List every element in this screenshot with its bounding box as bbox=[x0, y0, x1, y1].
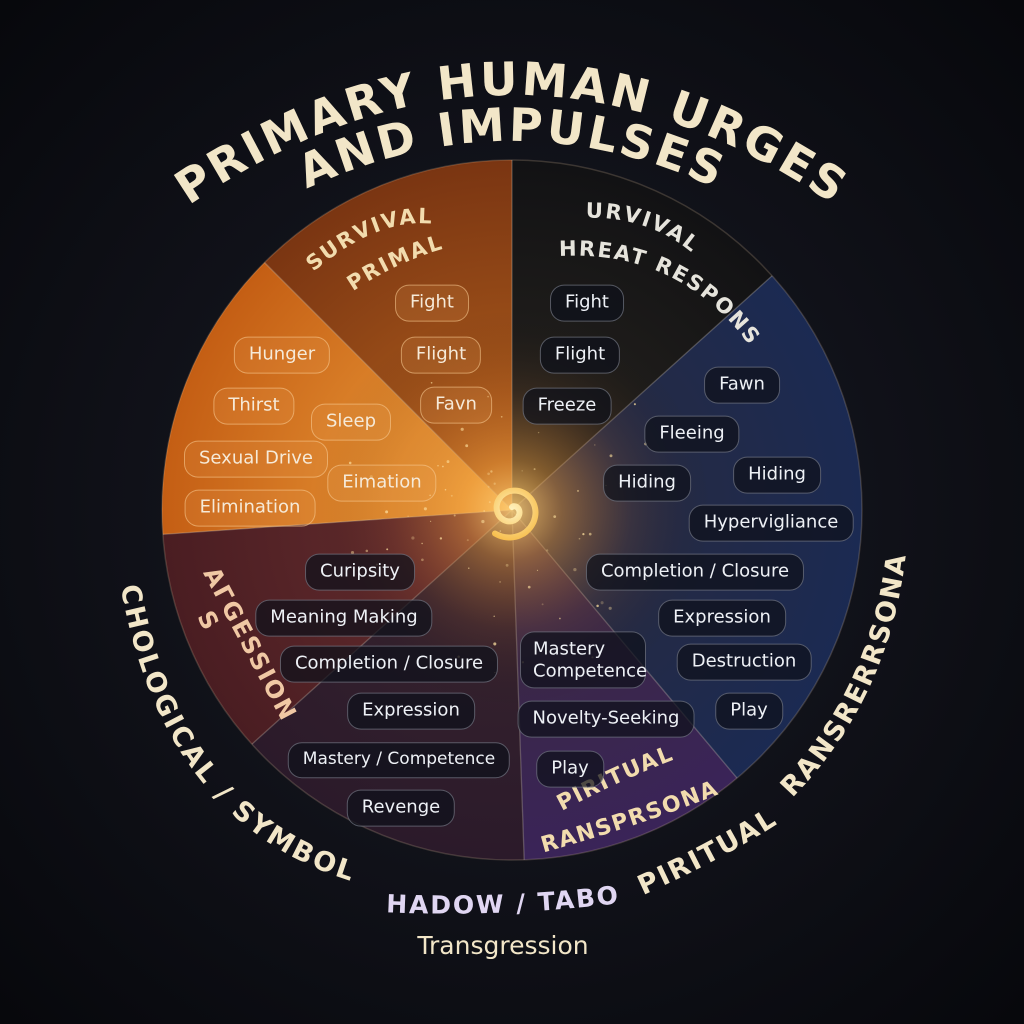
sparkle-dot bbox=[488, 501, 491, 504]
sparkle-dot bbox=[350, 551, 355, 555]
sparkle-dot bbox=[450, 494, 453, 497]
urge-mastery-competence-left: Mastery / Competence bbox=[287, 742, 511, 778]
sparkle-dot bbox=[608, 606, 612, 610]
urge-expression-left: Expression bbox=[347, 692, 475, 730]
sparkle-dot bbox=[453, 514, 456, 517]
sparkle-dot bbox=[553, 515, 557, 518]
urge-hiding-left: Hiding bbox=[603, 464, 691, 502]
urge-elimination: Elimination bbox=[184, 489, 316, 527]
sparkle-dot bbox=[441, 465, 444, 468]
urge-expression-right: Expression bbox=[658, 599, 786, 637]
urge-destruction: Destruction bbox=[676, 643, 812, 681]
urge-hypervigilance: Hypervigliance bbox=[688, 504, 854, 542]
urge-novelty-seeking: Novelty-Seeking bbox=[517, 700, 695, 738]
sparkle-dot bbox=[407, 515, 409, 518]
urge-hunger: Hunger bbox=[233, 336, 331, 374]
urge-fight-primal: Fight bbox=[395, 284, 469, 322]
sparkle-dot bbox=[421, 558, 424, 562]
sparkle-dot bbox=[487, 485, 490, 488]
urge-mastery-competence-bottom: Mastery Competence bbox=[520, 631, 647, 689]
sparkle-dot bbox=[411, 536, 415, 540]
urge-freeze: Freeze bbox=[522, 387, 612, 425]
sparkle-dot bbox=[437, 465, 439, 467]
urge-thirst: Thirst bbox=[213, 387, 295, 425]
sparkle-dot bbox=[468, 567, 470, 569]
sparkle-dot bbox=[594, 444, 596, 446]
urge-sleep: Sleep bbox=[310, 403, 392, 441]
sparkle-dot bbox=[493, 642, 497, 646]
urge-revenge: Revenge bbox=[346, 789, 456, 827]
sparkle-dot bbox=[596, 604, 599, 608]
sparkle-dot bbox=[600, 601, 604, 605]
urge-play-bottom: Play bbox=[536, 750, 604, 788]
urge-meaning-making: Meaning Making bbox=[255, 599, 433, 637]
urge-eimation: Eimation bbox=[327, 464, 437, 502]
urge-completion-closure-right: Completion / Closure bbox=[585, 553, 805, 591]
urge-flight-primal: Flight bbox=[400, 336, 482, 374]
urge-completion-closure-left: Completion / Closure bbox=[279, 645, 499, 683]
sparkle-dot bbox=[582, 532, 585, 536]
sparkle-dot bbox=[493, 482, 496, 485]
sparkle-dot bbox=[521, 470, 523, 472]
sparkle-dot bbox=[609, 454, 613, 458]
sparkle-dot bbox=[499, 530, 501, 532]
sparkle-dot bbox=[536, 569, 539, 572]
sparkle-dot bbox=[369, 475, 373, 479]
sparkle-dot bbox=[385, 510, 389, 514]
sparkle-dot bbox=[365, 549, 369, 553]
sparkle-dot bbox=[466, 539, 469, 542]
sparkle-dot bbox=[465, 444, 469, 448]
outer-label-transgression: Transgression bbox=[416, 931, 588, 960]
urge-sexual-drive: Sexual Drive bbox=[184, 440, 328, 478]
urge-fawn: Fawn bbox=[704, 366, 780, 404]
sparkle-dot bbox=[573, 567, 577, 572]
urge-fight-threat: Fight bbox=[550, 284, 624, 322]
sparkle-dot bbox=[505, 563, 509, 567]
sparkle-dot bbox=[578, 537, 581, 540]
sparkle-dot bbox=[537, 431, 540, 434]
sparkle-dot bbox=[386, 548, 389, 551]
sparkle-dot bbox=[493, 615, 495, 618]
urge-fleeing: Fleeing bbox=[644, 415, 740, 453]
sparkle-dot bbox=[533, 468, 536, 471]
sparkle-dot bbox=[499, 580, 502, 583]
sparkle-dot bbox=[348, 461, 352, 465]
sparkle-dot bbox=[576, 489, 580, 492]
sparkle-dot bbox=[423, 507, 427, 511]
urge-hiding-right: Hiding bbox=[733, 456, 821, 494]
sparkle-dot bbox=[481, 519, 485, 524]
urge-curiosity: Curipsity bbox=[305, 553, 415, 591]
wheel-rim bbox=[161, 159, 863, 861]
sparkle-dot bbox=[541, 603, 544, 606]
sparkle-dot bbox=[490, 470, 493, 473]
sparkle-dot bbox=[500, 415, 503, 418]
sparkle-dot bbox=[430, 381, 433, 384]
sparkle-dot bbox=[446, 460, 450, 464]
urge-favn: Favn bbox=[420, 386, 492, 424]
sparkle-dot bbox=[588, 532, 592, 536]
spiral-icon bbox=[492, 487, 539, 541]
sparkle-dot bbox=[527, 585, 531, 589]
sparkle-dot bbox=[633, 403, 636, 406]
sparkle-dot bbox=[429, 520, 432, 522]
urge-play-right: Play bbox=[715, 692, 783, 730]
sparkle-dot bbox=[483, 510, 486, 512]
sparkle-dot bbox=[559, 617, 561, 620]
urge-flight-threat: Flight bbox=[539, 336, 621, 374]
sparkle-dot bbox=[460, 427, 464, 431]
sparkle-dot bbox=[487, 472, 490, 476]
sparkle-dot bbox=[439, 537, 443, 540]
sparkle-dot bbox=[546, 549, 549, 552]
sparkle-dot bbox=[444, 488, 447, 491]
sparkle-dot bbox=[421, 542, 423, 545]
